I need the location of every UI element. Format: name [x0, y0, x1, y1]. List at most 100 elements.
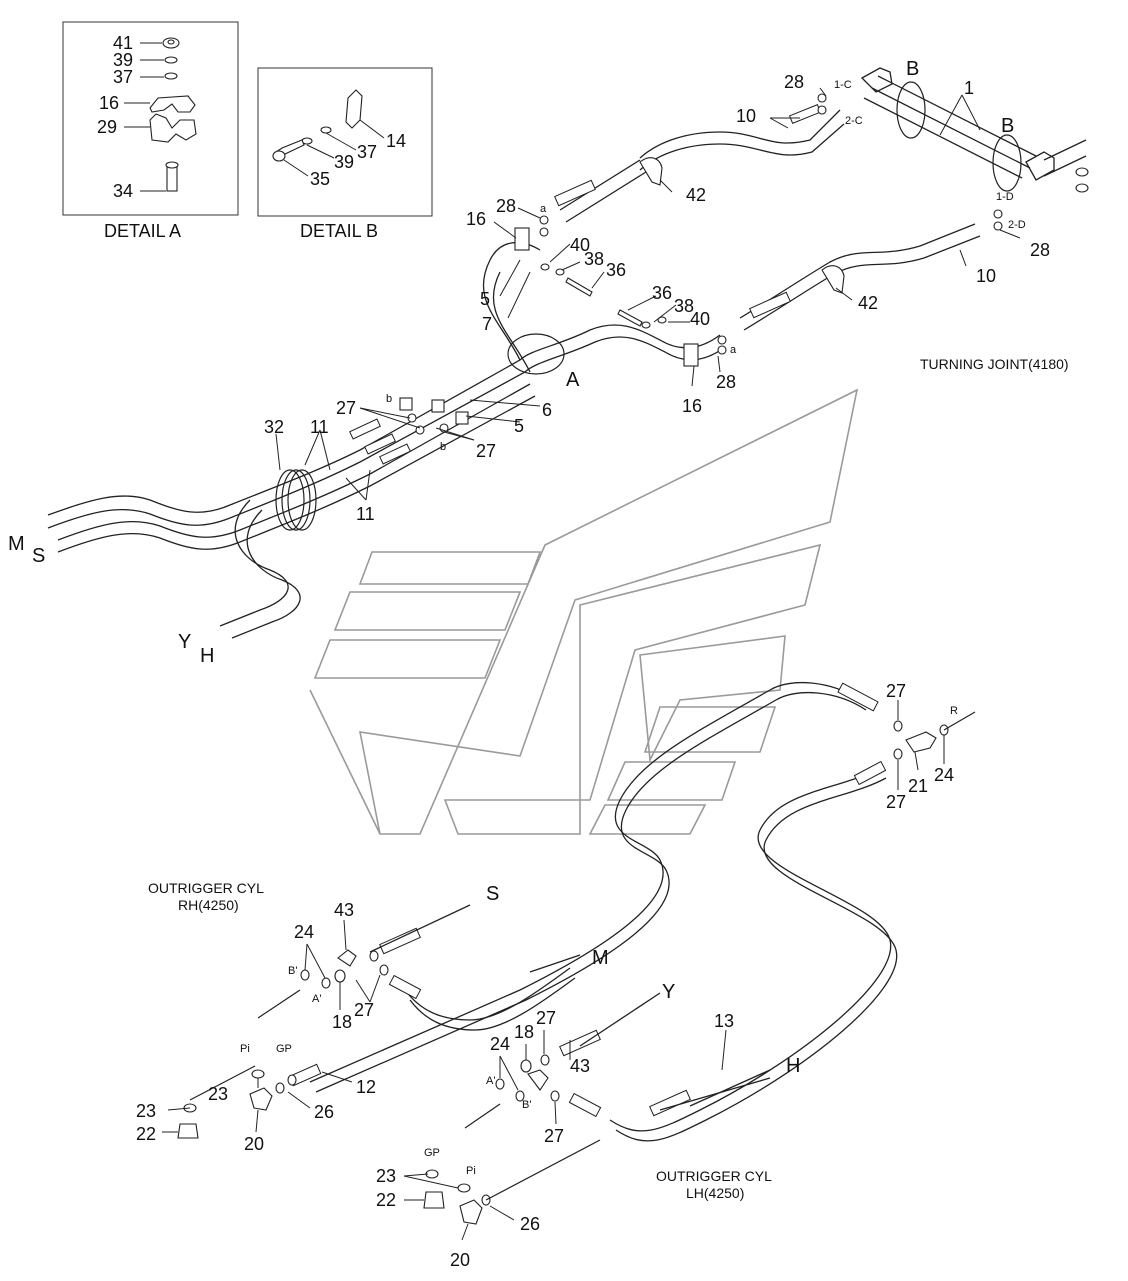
tag-2c: 2-C	[845, 115, 863, 127]
detail-b-title: DETAIL B	[300, 221, 378, 241]
port-h-left: H	[200, 645, 214, 667]
port-y-right: Y	[662, 981, 675, 1003]
callout-21: 21	[908, 776, 928, 796]
tag-2d: 2-D	[1008, 219, 1026, 231]
ref-b-right: B	[1001, 115, 1014, 137]
callout-27: 27	[354, 1000, 374, 1020]
callout-36: 36	[606, 260, 626, 280]
tag-bp-rh: B'	[288, 965, 297, 977]
tag-gp-rh: GP	[276, 1043, 292, 1055]
callout-1: 1	[964, 78, 974, 98]
callout-28: 28	[1030, 240, 1050, 260]
callout-11: 11	[310, 417, 329, 437]
callout-10: 10	[976, 266, 996, 286]
tag-b-top: b	[386, 393, 392, 405]
tag-bp-lh: B'	[522, 1099, 531, 1111]
callout-18: 18	[332, 1012, 352, 1032]
tag-a-mid: a	[730, 344, 737, 356]
callout-29: 29	[97, 117, 117, 137]
tag-a-top: a	[540, 203, 547, 215]
tag-pi-rh: Pi	[240, 1043, 250, 1055]
callout-14: 14	[386, 131, 406, 151]
callout-10: 10	[736, 106, 756, 126]
callout-23: 23	[136, 1101, 156, 1121]
callout-28: 28	[716, 372, 736, 392]
port-h-right: H	[786, 1055, 800, 1077]
callout-24: 24	[490, 1034, 510, 1054]
callout-37-b: 37	[357, 142, 377, 162]
callout-6: 6	[542, 400, 552, 420]
tag-b-bot: b	[440, 441, 446, 453]
callout-23: 23	[376, 1166, 396, 1186]
callout-41: 41	[113, 33, 133, 53]
callout-27: 27	[336, 398, 356, 418]
outrigger-rh-label-line1: OUTRIGGER CYL	[148, 880, 264, 896]
callout-28: 28	[496, 196, 516, 216]
callout-23: 23	[208, 1084, 228, 1104]
callout-35: 35	[310, 169, 330, 189]
callout-11: 11	[356, 504, 375, 524]
tag-1d: 1-D	[996, 191, 1014, 203]
callout-24: 24	[934, 765, 954, 785]
callout-43: 43	[570, 1056, 590, 1076]
callout-16: 16	[466, 209, 486, 229]
port-m-left: M	[8, 533, 25, 555]
callout-20: 20	[244, 1134, 264, 1154]
turning-joint-assembly	[554, 67, 1089, 331]
callout-16: 16	[682, 396, 702, 416]
callout-27: 27	[544, 1126, 564, 1146]
callout-22: 22	[136, 1124, 156, 1144]
callout-42: 42	[858, 293, 878, 313]
port-m-right: M	[592, 947, 609, 969]
callout-37: 37	[113, 67, 133, 87]
outrigger-rh-label-line2: RH(4250)	[178, 897, 239, 913]
callout-27: 27	[886, 792, 906, 812]
callout-20: 20	[450, 1250, 470, 1270]
callout-16: 16	[99, 93, 119, 113]
port-y-left: Y	[178, 631, 191, 653]
ref-a: A	[566, 369, 580, 391]
outrigger-lh-label-line2: LH(4250)	[686, 1185, 744, 1201]
callout-39: 39	[113, 50, 133, 70]
callout-12: 12	[356, 1077, 376, 1097]
tag-ap-rh: A'	[312, 993, 321, 1005]
callout-40: 40	[690, 309, 710, 329]
detail-a-title: DETAIL A	[104, 221, 181, 241]
port-s-right: S	[486, 883, 499, 905]
watermark-logo	[309, 388, 859, 835]
callout-36: 36	[652, 283, 672, 303]
callout-43: 43	[334, 900, 354, 920]
outrigger-lh-label-line1: OUTRIGGER CYL	[656, 1168, 772, 1184]
lower-hoses	[177, 681, 976, 1225]
callout-38: 38	[584, 249, 604, 269]
tag-ap-lh: A'	[486, 1075, 495, 1087]
ref-b-top: B	[906, 58, 919, 80]
turning-joint-label: TURNING JOINT(4180)	[920, 356, 1069, 372]
detail-a-box: 41 39 37 16 29 34	[62, 21, 239, 216]
callout-27: 27	[476, 441, 496, 461]
port-s-left: S	[32, 545, 45, 567]
detail-b-box: 14 37 39 35	[257, 67, 433, 217]
callout-22: 22	[376, 1190, 396, 1210]
callout-27: 27	[536, 1008, 556, 1028]
callout-38: 38	[674, 296, 694, 316]
tag-1c: 1-C	[834, 79, 852, 91]
leader-lines	[162, 87, 1021, 1241]
callout-32: 32	[264, 417, 284, 437]
callout-18: 18	[514, 1022, 534, 1042]
callout-7: 7	[482, 314, 492, 334]
callout-34: 34	[113, 181, 133, 201]
tag-r: R	[950, 705, 958, 717]
callout-5: 5	[514, 416, 524, 436]
callout-5: 5	[480, 289, 490, 309]
callout-24: 24	[294, 922, 314, 942]
main-hose-bundle	[47, 93, 1003, 639]
callout-42: 42	[686, 185, 706, 205]
callout-13: 13	[714, 1011, 734, 1031]
tag-gp-lh: GP	[424, 1147, 440, 1159]
callout-26: 26	[314, 1102, 334, 1122]
callout-27: 27	[886, 681, 906, 701]
tag-pi-lh: Pi	[466, 1165, 476, 1177]
